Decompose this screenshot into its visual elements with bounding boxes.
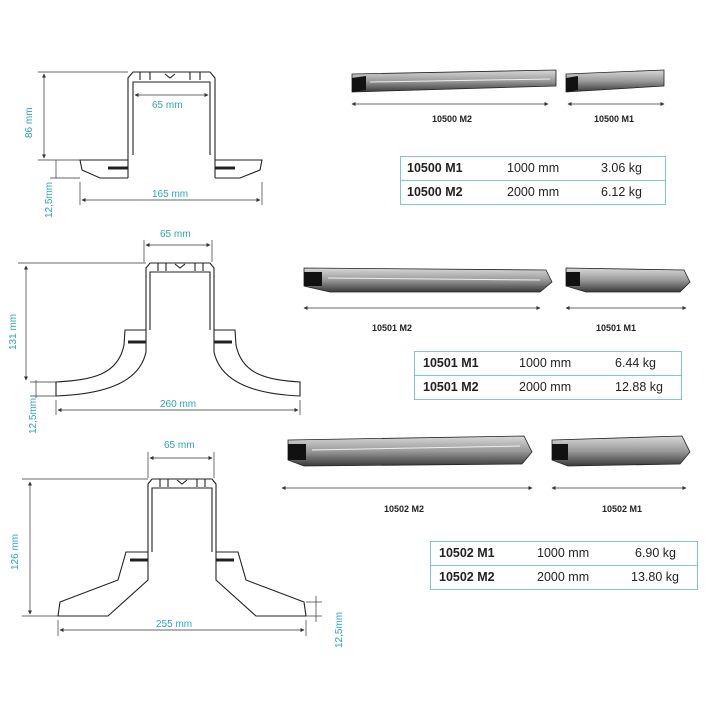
dim-total-width-label: 165 mm — [152, 189, 188, 200]
photo-label-m1: 10500 M1 — [594, 114, 634, 124]
profile-10501-section-drawing — [55, 262, 301, 397]
product-code: 10501 M2 — [423, 380, 479, 394]
product-length: 1000 mm — [507, 161, 560, 175]
spec-row: 10500 M2 2000 mm 6.12 kg — [401, 180, 665, 203]
dim-inner-width-label: 65 mm — [152, 100, 183, 111]
dim-total-width-label: 255 mm — [156, 619, 192, 630]
product-length: 2000 mm — [537, 570, 590, 584]
dim-total-width-label: 260 mm — [160, 399, 196, 410]
product-photo-10502-m1 — [551, 435, 691, 467]
product-weight: 6.44 kg — [615, 356, 657, 370]
dim-height-label: 126 mm — [10, 534, 21, 570]
product-weight: 6.12 kg — [601, 185, 643, 199]
dim-height-label: 131 mm — [8, 314, 19, 350]
dim-inner-width-label: 65 mm — [164, 440, 195, 451]
dim-flange-label: 12,5mm — [334, 612, 345, 648]
dim-flange-label: 12,5mm — [28, 398, 39, 434]
product-length: 2000 mm — [519, 380, 572, 394]
profile-10500-dimension-lines — [38, 71, 263, 205]
product-code: 10502 M2 — [439, 570, 495, 584]
profile-10501-dimension-lines — [18, 240, 301, 415]
profile-10502-section-drawing — [57, 478, 307, 617]
product-weight: 6.90 kg — [635, 546, 677, 560]
spec-row: 10502 M1 1000 mm 6.90 kg — [431, 542, 697, 564]
product-length: 2000 mm — [507, 185, 560, 199]
product-photo-10502-m2 — [287, 435, 533, 467]
photo-label-m2: 10502 M2 — [384, 504, 424, 514]
dim-flange-label: 12,5mm — [44, 182, 55, 218]
spec-table-10500: 10500 M1 1000 mm 3.06 kg 10500 M2 2000 m… — [400, 156, 666, 205]
product-photo-10501-m2 — [303, 267, 553, 293]
product-weight: 12.88 kg — [615, 380, 663, 394]
product-code: 10500 M1 — [407, 161, 463, 175]
product-weight: 13.80 kg — [631, 570, 679, 584]
photo-label-m2: 10501 M2 — [372, 323, 412, 333]
spec-table-10501: 10501 M1 1000 mm 6.44 kg 10501 M2 2000 m… — [414, 351, 682, 400]
product-code: 10502 M1 — [439, 546, 495, 560]
spec-row: 10501 M2 2000 mm 12.88 kg — [415, 375, 681, 398]
spec-row: 10502 M2 2000 mm 13.80 kg — [431, 565, 697, 588]
spec-row: 10500 M1 1000 mm 3.06 kg — [401, 157, 665, 179]
dim-inner-width-label: 65 mm — [160, 229, 191, 240]
spec-table-10502: 10502 M1 1000 mm 6.90 kg 10502 M2 2000 m… — [430, 541, 698, 590]
photo-label-m1: 10502 M1 — [602, 504, 642, 514]
product-code: 10500 M2 — [407, 185, 463, 199]
product-code: 10501 M1 — [423, 356, 479, 370]
profile-10502-dimension-lines — [22, 452, 322, 636]
dim-height-label: 86 mm — [24, 107, 35, 138]
product-weight: 3.06 kg — [601, 161, 643, 175]
product-length: 1000 mm — [519, 356, 572, 370]
spec-row: 10501 M1 1000 mm 6.44 kg — [415, 352, 681, 374]
product-photo-10500-m2 — [351, 69, 557, 93]
product-length: 1000 mm — [537, 546, 590, 560]
product-photo-10500-m1 — [565, 69, 665, 93]
product-photo-10501-m1 — [565, 267, 691, 293]
photo-label-m2: 10500 M2 — [432, 114, 472, 124]
profile-10500-section-drawing — [79, 71, 263, 179]
photo-label-m1: 10501 M1 — [596, 323, 636, 333]
